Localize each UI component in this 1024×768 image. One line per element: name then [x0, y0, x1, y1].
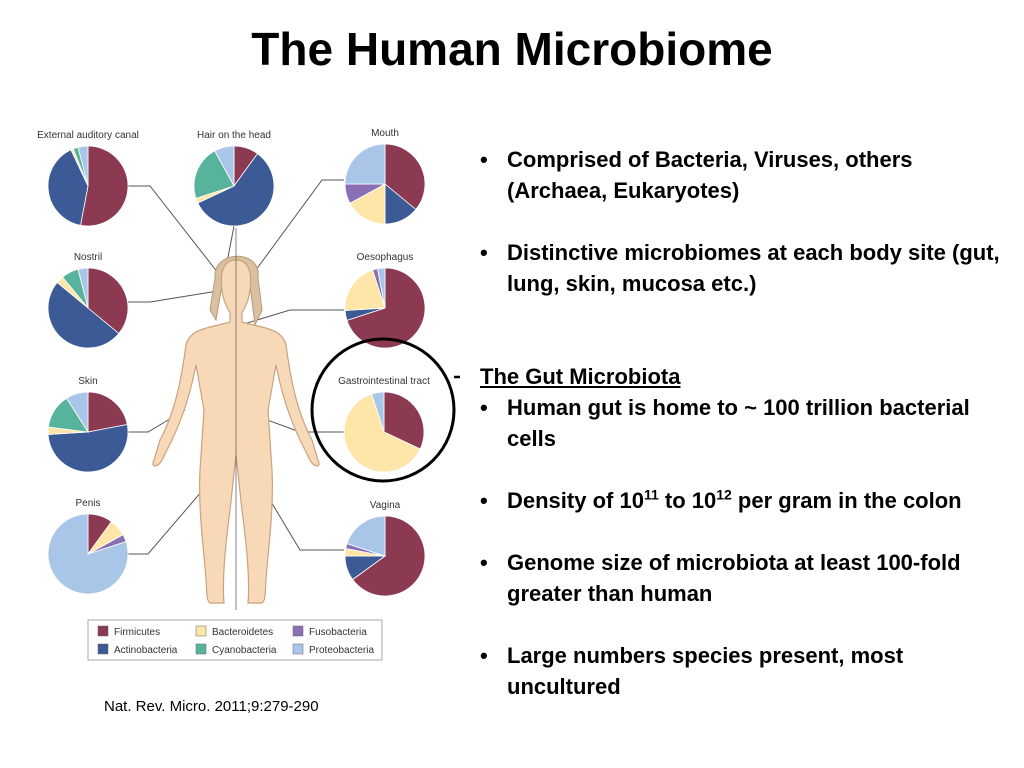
pie-slice-proteobacteria: [346, 515, 386, 557]
legend-item-fusobacteria: Fusobacteria: [292, 625, 367, 638]
density-pre: Density of 10: [507, 488, 644, 513]
density-exponent-2: 12: [716, 486, 732, 503]
pie-slice-firmicutes: [383, 391, 425, 450]
legend-swatch: [97, 625, 109, 637]
legend-swatch: [97, 643, 109, 655]
bullet-glyph: •: [480, 488, 488, 513]
human-body-figure: [152, 228, 320, 610]
legend-label: Actinobacteria: [114, 645, 178, 656]
pie-slice-bacteroidetes: [344, 269, 386, 311]
connector-line: [249, 179, 344, 279]
pie-slice-firmicutes: [80, 145, 129, 227]
legend-item-actinobacteria: Actinobacteria: [97, 643, 178, 656]
site-label: Mouth: [371, 128, 399, 139]
legend-box: [87, 619, 383, 661]
pie-slice-proteobacteria: [77, 145, 89, 187]
bullet-distinctive: • Distinctive microbiomes at each body si…: [480, 237, 1000, 299]
site-label: Vagina: [370, 500, 401, 511]
pie-slice-proteobacteria: [66, 391, 89, 434]
site-label: Skin: [78, 376, 97, 387]
pie-vagina: Vagina: [344, 500, 426, 597]
pie-slice-proteobacteria: [77, 267, 89, 309]
gi-highlight-circle: [310, 337, 456, 483]
bullet-glyph: •: [480, 147, 488, 172]
bullet-home: • Human gut is home to ~ 100 trillion bac…: [480, 392, 1000, 454]
connector-line: [243, 309, 344, 325]
bullet-composition: • Comprised of Bacteria, Viruses, others …: [480, 144, 1000, 206]
legend: Firmicutes Bacteroidetes FusobacteriaActin…: [87, 619, 383, 661]
pie-slice-proteobacteria: [214, 145, 235, 187]
pie-slice-cyanobacteria: [193, 150, 235, 199]
pie-slice-firmicutes: [87, 267, 129, 335]
pie-oesophagus: Oesophagus: [344, 252, 426, 349]
pie-slice-actinobacteria: [47, 281, 120, 349]
legend-label: Cyanobacteria: [212, 645, 277, 656]
legend-item-bacteroidetes: Bacteroidetes: [195, 625, 273, 638]
site-label: Gastrointestinal tract: [338, 376, 430, 387]
connector-line: [128, 185, 223, 279]
pie-slice-firmicutes: [346, 267, 426, 349]
pie-mouth: Mouth: [344, 128, 426, 225]
bullet-text: Genome size of microbiota at least 100-f…: [507, 550, 961, 606]
bullet-species: • Large numbers species present, most unc…: [480, 640, 1000, 702]
connector-line: [128, 289, 225, 303]
legend-label: Firmicutes: [114, 627, 160, 638]
pie-penis: Penis: [47, 498, 129, 595]
pie-slice-actinobacteria: [47, 424, 129, 473]
pie-slice-proteobacteria: [344, 143, 386, 185]
pie-slice-actinobacteria: [197, 153, 275, 227]
legend-label: Proteobacteria: [309, 645, 374, 656]
legend-swatch: [292, 643, 304, 655]
bullet-glyph: •: [480, 395, 488, 420]
bullet-text: Distinctive microbiomes at each body sit…: [507, 240, 1000, 296]
bullet-text: Human gut is home to ~ 100 trillion bact…: [507, 395, 970, 451]
density-mid: to 10: [658, 488, 717, 513]
page-title: The Human Microbiome: [251, 23, 773, 75]
bullet-genome: • Genome size of microbiota at least 100-…: [480, 547, 1000, 609]
pie-slice-proteobacteria: [377, 267, 386, 309]
pie-skin: Skin: [47, 376, 129, 473]
pie-slice-bacteroidetes: [343, 393, 421, 473]
citation: Nat. Rev. Micro. 2011;9:279-290: [104, 698, 319, 715]
pie-external-auditory-canal: External auditory canal: [37, 130, 139, 227]
site-label: Nostril: [74, 252, 102, 263]
site-label: External auditory canal: [37, 130, 139, 141]
bullet-glyph: •: [480, 643, 488, 668]
legend-item-firmicutes: Firmicutes: [97, 625, 160, 638]
pie-slice-firmicutes: [352, 515, 426, 597]
pie-slice-proteobacteria: [371, 391, 385, 433]
pie-slice-actinobacteria: [47, 149, 89, 226]
pie-slice-bacteroidetes: [349, 183, 386, 225]
pie-slice-proteobacteria: [47, 513, 129, 595]
pie-slice-firmicutes: [384, 143, 426, 211]
legend-swatch: [195, 625, 207, 637]
pie-slice-firmicutes: [87, 391, 128, 433]
bullet-glyph: •: [480, 240, 488, 265]
pie-gastrointestinal-tract: Gastrointestinal tract: [338, 376, 430, 473]
bullet-density: • Density of 1011 to 1012 per gram in the…: [480, 485, 1000, 516]
legend-label: Bacteroidetes: [212, 627, 273, 638]
density-post: per gram in the colon: [731, 488, 962, 513]
bullet-text: Large numbers species present, most uncu…: [507, 643, 904, 699]
pie-nostril: Nostril: [47, 252, 129, 349]
legend-swatch: [195, 643, 207, 655]
legend-swatch: [292, 625, 304, 637]
pie-hair-on-the-head: Hair on the head: [193, 130, 275, 227]
site-label: Penis: [75, 498, 100, 509]
legend-item-proteobacteria: Proteobacteria: [292, 643, 374, 656]
connector-line: [128, 469, 221, 555]
bullet-text: Comprised of Bacteria, Viruses, others (…: [507, 147, 913, 203]
bullet-glyph: •: [480, 550, 488, 575]
bullet-list: • Comprised of Bacteria, Viruses, others …: [480, 144, 1000, 702]
pie-charts: External auditory canal Hair on the head M…: [37, 128, 430, 597]
microbiome-figure: External auditory canal Hair on the head M…: [37, 128, 460, 661]
site-label: Oesophagus: [357, 252, 414, 263]
gut-microbiota-heading: The Gut Microbiota: [480, 364, 681, 389]
legend-item-cyanobacteria: Cyanobacteria: [195, 643, 277, 656]
density-exponent-1: 11: [643, 486, 659, 503]
legend-label: Fusobacteria: [309, 627, 367, 638]
site-label: Hair on the head: [197, 130, 271, 141]
